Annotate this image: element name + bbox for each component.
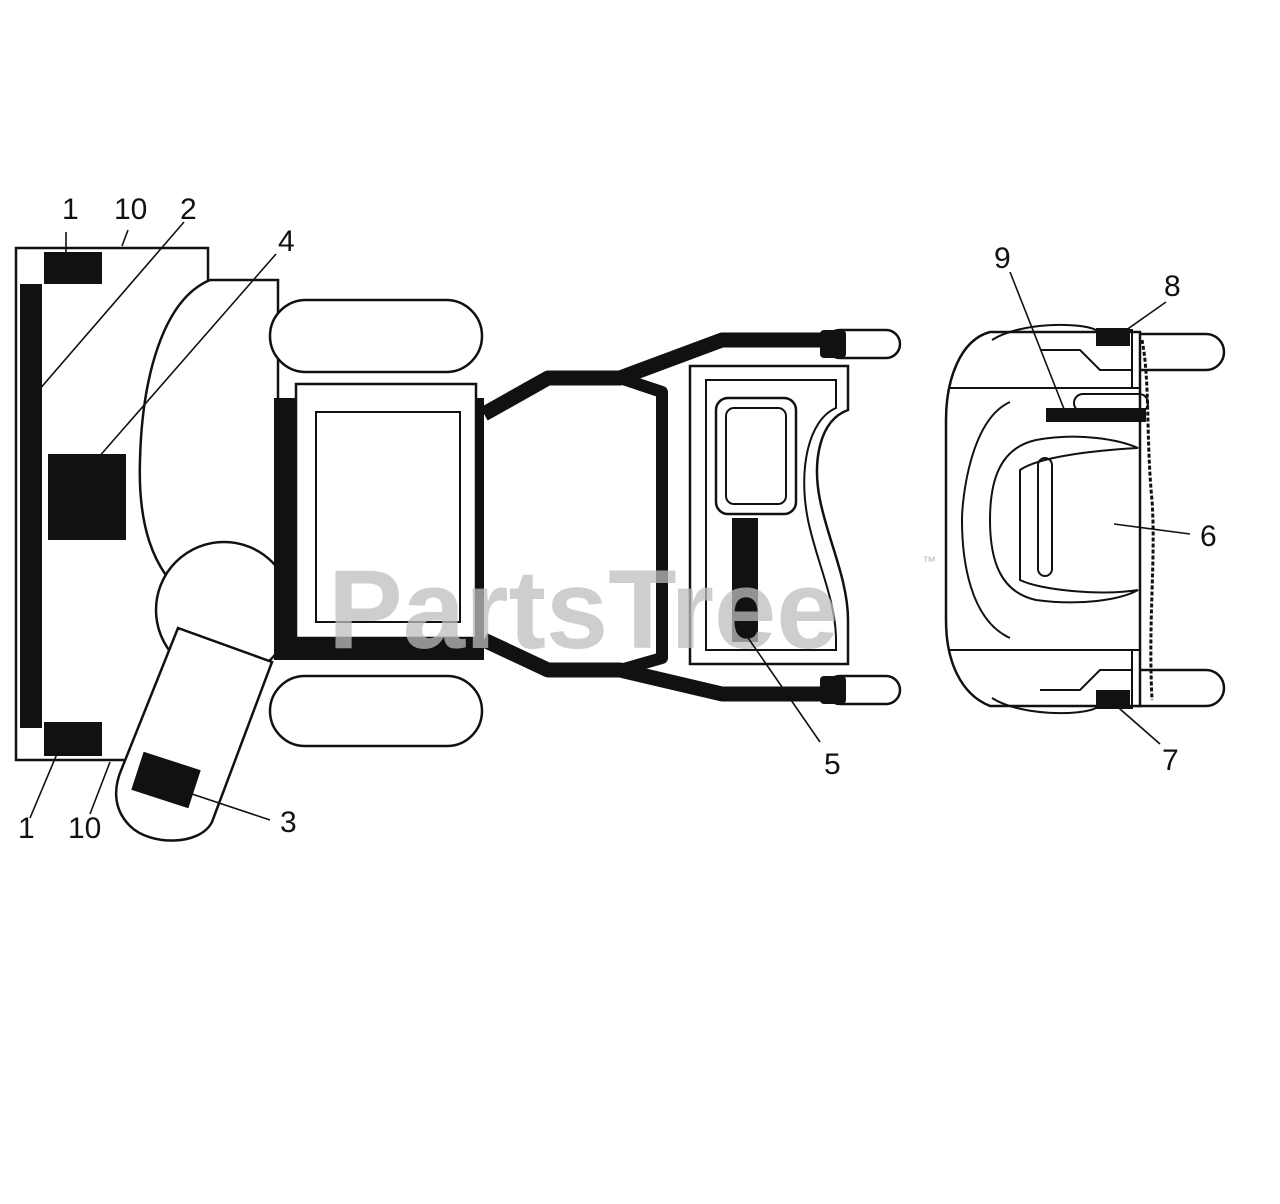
callout-1-bottom: 1 (18, 812, 35, 845)
callout-1-top: 1 (62, 193, 79, 226)
decal-1-bottom (44, 722, 102, 756)
engine-block (294, 382, 478, 640)
decal-5 (732, 518, 758, 642)
dash-panel-view (944, 323, 1226, 715)
callout-4: 4 (278, 225, 295, 258)
wheel-bottom (268, 674, 484, 748)
watermark: PartsTree (328, 547, 839, 672)
decal-1-top (44, 252, 102, 284)
decal-3 (131, 751, 201, 809)
callout-9: 9 (994, 242, 1011, 275)
wheel-top (268, 298, 484, 374)
callout-10-bottom: 10 (68, 812, 101, 845)
decal-9 (1046, 408, 1146, 422)
decal-2-strip (20, 284, 42, 728)
callout-7: 7 (1162, 744, 1179, 777)
callout-3: 3 (280, 806, 297, 839)
decal-7 (1096, 690, 1130, 708)
callout-10-top: 10 (114, 193, 147, 226)
callout-8: 8 (1164, 270, 1181, 303)
callout-6: 6 (1200, 520, 1217, 553)
watermark-trademark: ™ (922, 553, 936, 569)
decal-4 (48, 454, 126, 540)
callout-2: 2 (180, 193, 197, 226)
handle-brace (618, 372, 668, 676)
callout-5: 5 (824, 748, 841, 781)
